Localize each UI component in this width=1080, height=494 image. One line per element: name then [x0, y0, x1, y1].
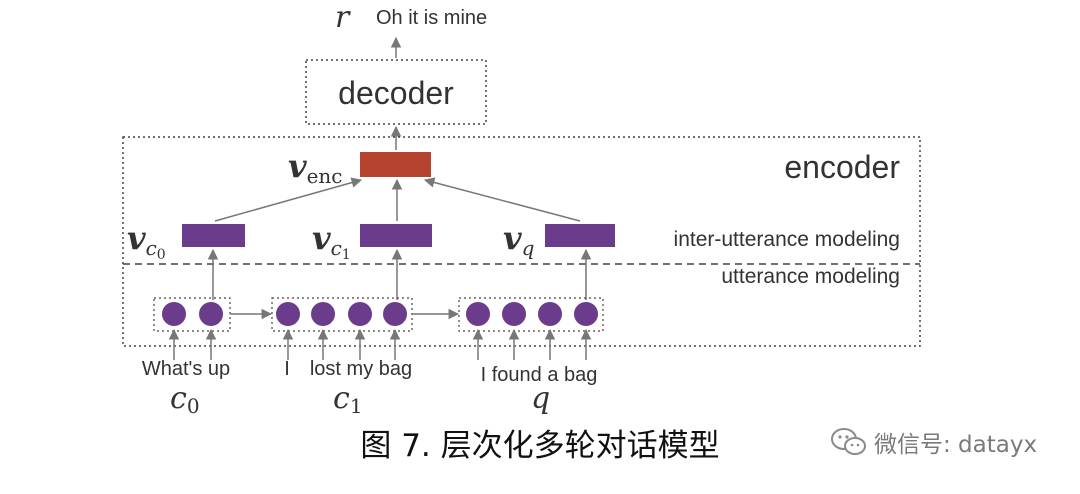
output-symbol: r [335, 0, 351, 35]
c1-word-i: I [284, 358, 290, 380]
q-words: I found a bag [481, 364, 598, 386]
venc-label: venc [288, 147, 343, 188]
vc1-vector [360, 224, 432, 247]
token-node [538, 302, 562, 326]
token-node [502, 302, 526, 326]
decoder-box [305, 59, 487, 125]
output-text: Oh it is mine [376, 7, 487, 29]
q-label: q [531, 381, 550, 416]
token-node [199, 302, 223, 326]
vc0-to-venc-arrow [214, 177, 363, 222]
c1-words: lost my bag [310, 358, 412, 380]
token-node [348, 302, 372, 326]
wechat-icon [831, 428, 866, 455]
c0-label: c0 [170, 381, 200, 418]
vc0-label: vc0 [127, 219, 166, 263]
token-node [383, 302, 407, 326]
encoder-box [122, 136, 921, 347]
encoder-label: encoder [784, 149, 900, 185]
vc1-label: vc1 [312, 219, 351, 263]
figure-caption: 图 7. 层次化多轮对话模型 [360, 428, 720, 464]
c0-group-box [153, 297, 231, 332]
vq-to-venc-arrow [423, 177, 581, 222]
token-node [574, 302, 598, 326]
token-node [311, 302, 335, 326]
token-node [276, 302, 300, 326]
token-node [162, 302, 186, 326]
vq-vector [545, 224, 615, 247]
decoder-label: decoder [338, 75, 454, 111]
c0-words: What's up [142, 358, 230, 380]
q-group-box [458, 297, 604, 332]
vq-label: vq [503, 219, 534, 260]
venc-vector [360, 152, 431, 177]
inter-utterance-label: inter-utterance modeling [674, 228, 900, 251]
token-node [466, 302, 490, 326]
watermark-text: 微信号: datayx [874, 432, 1038, 458]
c1-label: c1 [333, 381, 363, 418]
vc0-vector [182, 224, 245, 247]
utterance-modeling-label: utterance modeling [721, 265, 900, 288]
hierarchical-dialog-diagram: r Oh it is mine decoder encoder venc vc0… [122, 0, 921, 418]
watermark: 微信号: datayx [830, 425, 1037, 459]
